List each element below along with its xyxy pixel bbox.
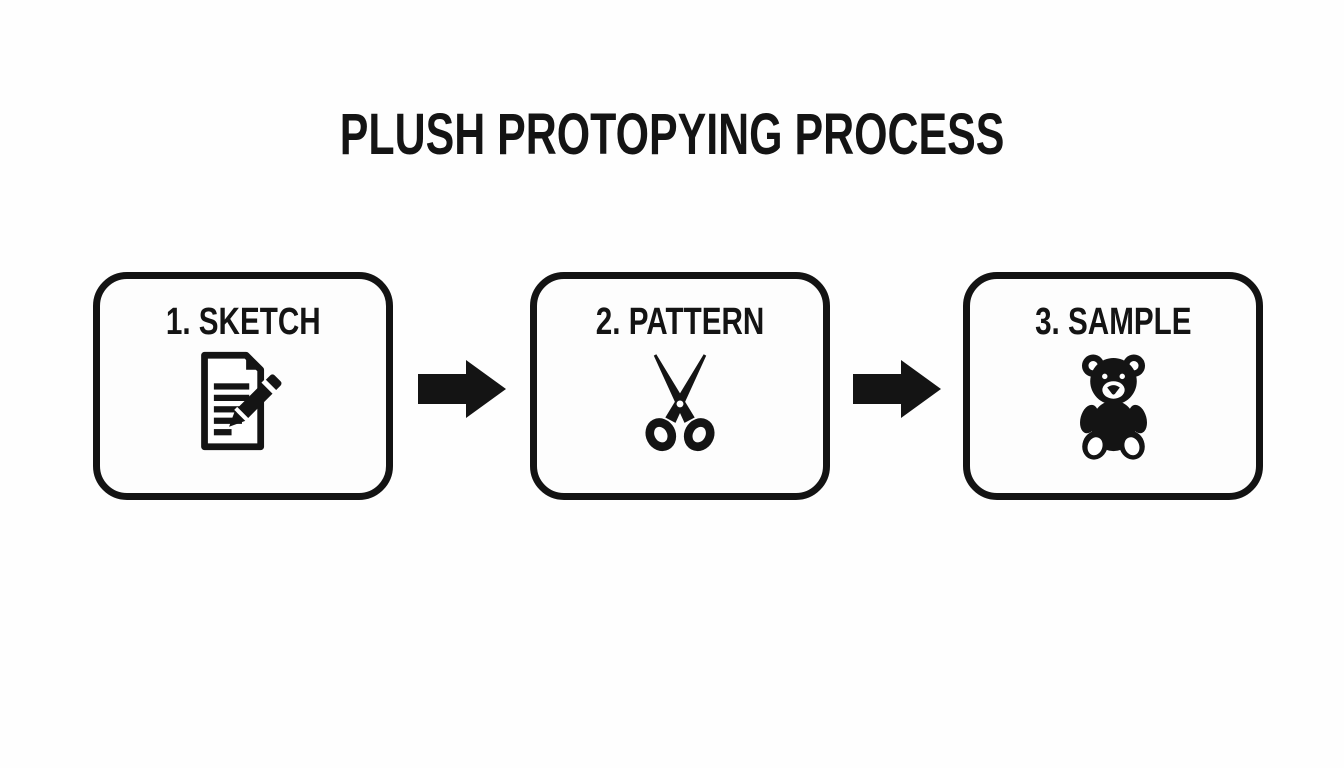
teddy-bear-icon: [1079, 354, 1147, 460]
scissors-icon: [645, 354, 715, 452]
page-title-text: PLUSH PROTOPYING PROCESS: [339, 102, 1005, 167]
step-label-pattern: 2. PATTERN: [595, 301, 765, 343]
right-arrow-icon: [853, 360, 941, 418]
page-title: PLUSH PROTOPYING PROCESS: [0, 106, 1344, 164]
right-arrow-icon: [418, 360, 506, 418]
step-label-sample: 3. SAMPLE: [1034, 301, 1192, 343]
sketch-document-pencil-icon: [201, 351, 282, 451]
step-box-pattern: 2. PATTERN: [530, 272, 830, 500]
step-label-sketch: 1. SKETCH: [165, 301, 321, 343]
step-box-sketch: 1. SKETCH: [93, 272, 393, 500]
step-box-sample: 3. SAMPLE: [963, 272, 1263, 500]
